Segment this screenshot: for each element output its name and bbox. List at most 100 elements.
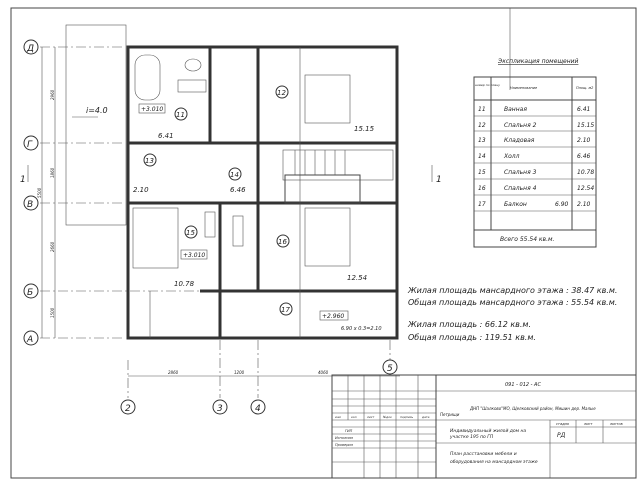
drawing-text: 5 [387, 364, 393, 374]
drawing-text: Жилая площадь : 66.12 кв.м. [407, 320, 531, 329]
bathtub-icon [134, 54, 161, 101]
drawing-text: Площ. м2 [576, 86, 594, 90]
drawing-text: 15.15 [577, 122, 594, 129]
drawing-text: ДНП "Шалковo"МО, Щелковский район, Мишин… [469, 406, 596, 411]
drawing-text: Спальня 3 [504, 169, 537, 176]
drawing-text: 11 [478, 106, 486, 113]
drawing-text: 6.41 [158, 132, 174, 140]
drawing-text: участке 195 по ГП [449, 434, 494, 440]
drawing-text: Наименование [510, 86, 537, 90]
drawing-text: 10.78 [174, 280, 195, 288]
drawing-text: 10.78 [577, 169, 594, 176]
drawing-text: Спальня 4 [504, 185, 537, 192]
drawing-text: 13 [145, 157, 154, 165]
drawing-text: 12 [277, 89, 286, 97]
bed-icon [132, 207, 179, 269]
drawing-text: 16 [278, 238, 287, 246]
drawing-text: +3.010 [141, 106, 163, 113]
drawing-text: 4060 [318, 370, 329, 375]
drawing-text: Спальня 2 [504, 122, 537, 129]
drawing-text: дата [421, 415, 430, 419]
drawing-text: 1860 [50, 167, 55, 178]
drawing-text: +3.010 [183, 252, 205, 259]
drawing-text: 14 [230, 171, 239, 179]
area-notes: Жилая площадь мансардного этажа : 38.47 … [407, 286, 617, 342]
drawing-text: 2.10 [577, 137, 591, 144]
drawing-text: 14 [478, 153, 486, 160]
drawing-text: Общая площадь : 119.51 кв.м. [408, 333, 536, 342]
drawing-text: 12 [478, 122, 486, 129]
drawing-text: оборудования на мансардном этаже [450, 459, 538, 465]
drawing-text: Исполнил [335, 436, 354, 440]
drawing-text: 2960 [50, 89, 55, 100]
drawing-text: +2.960 [322, 313, 344, 320]
room-schedule-table: Экспликация помещений номер по плану Наи… [473, 58, 597, 248]
drawing-text: ГИП [345, 429, 353, 433]
slope-label: i=4.0 [86, 106, 108, 115]
horizontal-dimensions: 2860 1200 4060 [128, 370, 400, 377]
drawing-text: 2.10 [133, 186, 149, 194]
drawing-text: Экспликация помещений [497, 58, 579, 65]
drawing-text: Жилая площадь мансардного этажа : 38.47 … [407, 286, 617, 295]
drawing-text: 2860 [168, 370, 179, 375]
axis-bubbles: Д Г В Б А 2 3 4 5 [23, 39, 398, 415]
drawing-text: 1500 [50, 307, 55, 318]
drawing-text: Б [27, 288, 33, 298]
drawing-text: 5500 [37, 187, 42, 198]
drawing-text: А [26, 335, 33, 345]
drawing-text: План расстановки мебели и [450, 451, 517, 457]
bed-icon [304, 74, 351, 124]
drawing-text: лист [583, 422, 593, 426]
drawing-text: Г [27, 140, 33, 150]
drawing-text: 4 [255, 404, 261, 414]
drawing-text: 15 [186, 229, 195, 237]
drawing-text: 6.90 x 0.3=2.10 [341, 326, 382, 332]
stove-icon [204, 211, 216, 238]
drawing-text: 13 [478, 137, 486, 144]
drawing-text: 3 [217, 404, 223, 414]
sink-icon [177, 79, 207, 93]
title-block: 091 - 012 - АС ДНП "Шалковo"МО, Щелковск… [331, 374, 637, 479]
bed-icon [304, 207, 351, 267]
drawing-text: 17 [281, 306, 290, 314]
section-mark-right: 1 [436, 175, 442, 185]
drawing-text: Д [26, 44, 34, 54]
drawing-text: 2660 [50, 241, 55, 252]
drawing-text: 6.41 [577, 106, 590, 113]
toilet-icon [184, 58, 202, 72]
drawing-text: 15.15 [354, 125, 375, 133]
vertical-dimensions: 2960 1860 5500 2660 1500 [37, 47, 56, 338]
drawing-text: В [27, 200, 33, 210]
drawing-text: 12.54 [577, 185, 594, 192]
drawing-text: №док [382, 415, 392, 419]
furniture [132, 54, 351, 269]
drawing-text: 17 [478, 201, 486, 208]
drawing-text: 15 [478, 169, 486, 176]
room-labels: 11 6.41 12 15.15 13 2.10 14 6.46 15 10.7… [133, 85, 382, 332]
staircase [282, 149, 394, 204]
drawing-text: подпись [400, 415, 413, 419]
drawing-text: кол [351, 415, 357, 419]
drawing-text: Индивидуальный жилой дом на [450, 428, 526, 434]
drawing-text: Балкон [504, 201, 527, 208]
drawing-text: Проверил [335, 443, 354, 447]
drawing-text: 11 [176, 111, 185, 119]
drawing-text: РД [557, 432, 566, 439]
section-mark-left: 1 [20, 175, 26, 185]
drawing-text: Кладовая [504, 137, 535, 144]
drawing-text: Всего 55.54 кв.м. [500, 236, 555, 243]
drawing-text: номер по плану [475, 83, 500, 87]
drawing-text: Общая площадь мансардного этажа : 55.54 … [408, 298, 617, 307]
drawing-text: лист [366, 415, 375, 419]
drawing-text: 2.10 [577, 201, 591, 208]
drawing-text: изм [335, 415, 342, 419]
sheet-frame [10, 7, 637, 479]
drawing-text: Ванная [504, 106, 527, 113]
drawing-text: 6.46 [577, 153, 591, 160]
terrace-outline [65, 24, 127, 226]
drawing-text: 6.46 [230, 186, 246, 194]
fireplace-icon [232, 215, 244, 247]
drawing-text: стадия [556, 422, 569, 426]
drawing-text: 16 [478, 185, 486, 192]
